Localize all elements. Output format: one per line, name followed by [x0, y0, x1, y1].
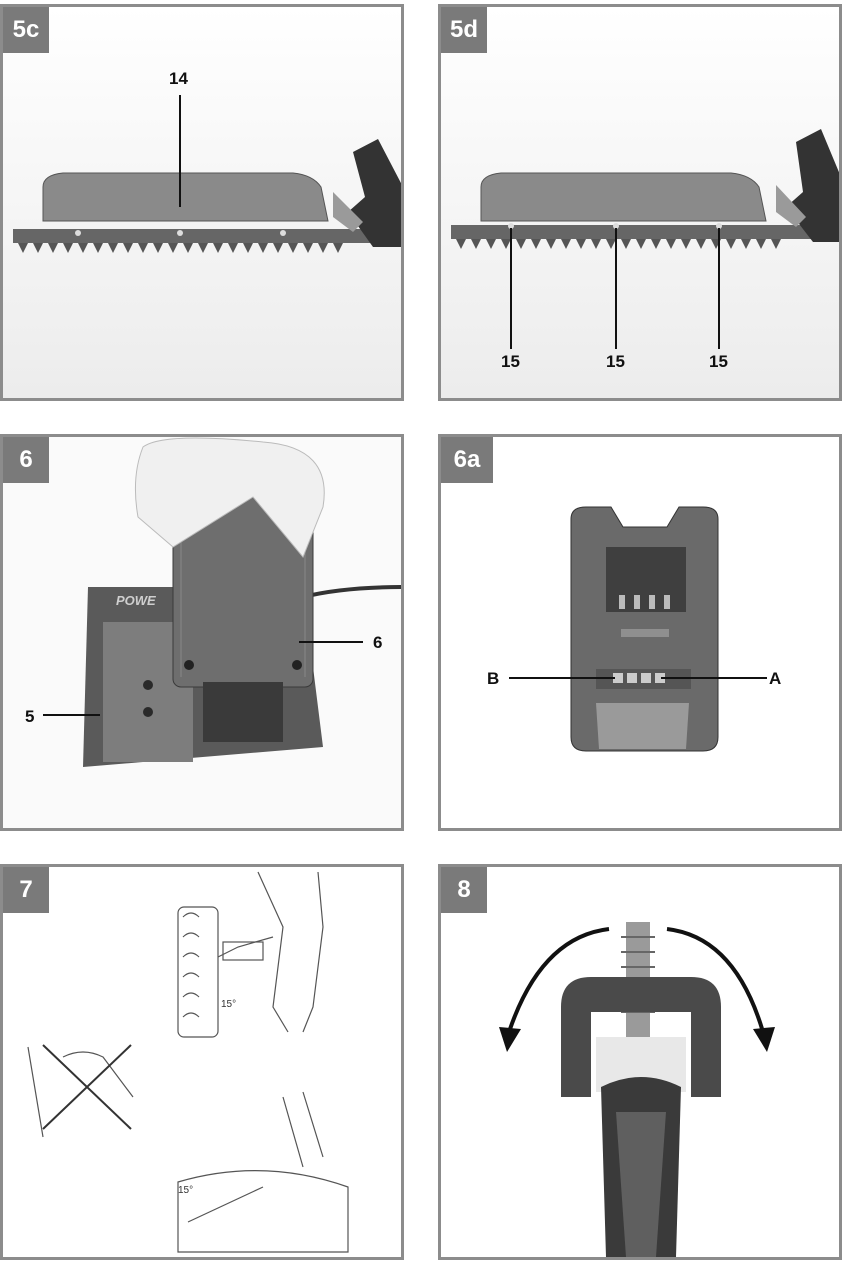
callout-15-right: 15	[709, 352, 728, 371]
figure-label: 6	[3, 437, 49, 483]
figure-label: 8	[441, 867, 487, 913]
callout-5: 5	[25, 707, 35, 726]
battery-pack-image	[441, 437, 839, 828]
callout-14: 14	[169, 69, 188, 88]
cutting-technique-illustration: 15° 15°	[3, 867, 401, 1257]
figure-7: 15° 15° 7	[0, 864, 404, 1260]
figure-label: 5d	[441, 7, 487, 53]
charger-brand-text: POWE	[116, 593, 156, 608]
figure-5d: 5d 15 15 15	[438, 4, 842, 401]
callout-A: A	[769, 669, 782, 688]
figure-5c: 5c 14	[0, 4, 404, 401]
figure-6a: 6a B A	[438, 434, 842, 831]
figure-label: 5c	[3, 7, 49, 53]
hedge-trimmer-screws-image	[441, 7, 839, 398]
figure-label: 6a	[441, 437, 493, 483]
battery-charger-image: POWE	[3, 437, 401, 828]
callout-B: B	[487, 669, 500, 688]
callout-6: 6	[373, 633, 383, 652]
hedge-trimmer-rotation-image	[441, 867, 839, 1257]
figure-label: 7	[3, 867, 49, 913]
hedge-trimmer-guard-image	[3, 7, 401, 398]
callout-15-middle: 15	[606, 352, 625, 371]
angle-label-top: 15°	[221, 999, 236, 1010]
figure-6: POWE 6 6 5	[0, 434, 404, 831]
callout-15-left: 15	[501, 352, 520, 371]
figure-8: 8	[438, 864, 842, 1260]
angle-label-bottom: 15°	[178, 1185, 193, 1196]
